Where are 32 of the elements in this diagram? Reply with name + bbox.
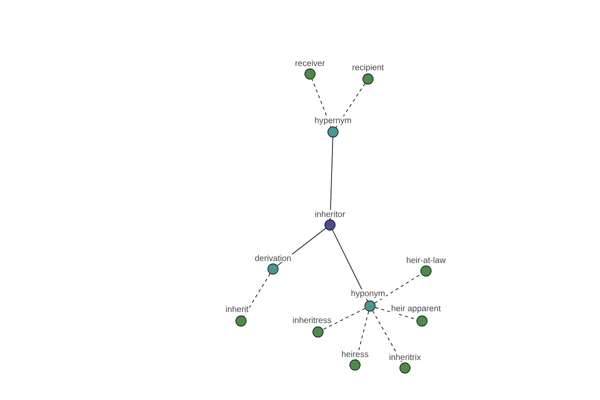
connector-line (336, 83, 366, 128)
connector-line (244, 273, 270, 317)
graph-node (416, 316, 428, 326)
connector-line (312, 78, 332, 128)
connector-line (322, 308, 366, 330)
graph-node (362, 74, 374, 84)
node-label: inheritress (292, 316, 332, 324)
graph-node (420, 266, 432, 276)
node-label: inheritrix (388, 353, 422, 361)
node-label: heiress (340, 350, 370, 358)
node-label: inherit (224, 305, 250, 313)
connector-line (356, 310, 369, 360)
node-label: inheritor (314, 210, 346, 218)
node-label: hypernym (314, 116, 352, 126)
graph-node (400, 362, 410, 374)
graph-node (268, 264, 278, 274)
node-label: heir apparent (390, 304, 442, 314)
node-label: heir-at-law (405, 256, 447, 264)
connector-line (372, 310, 403, 364)
connector-line (374, 274, 422, 304)
connector-line (330, 137, 334, 220)
graph-node (364, 300, 376, 312)
graph-node (324, 220, 336, 230)
graph-node (328, 126, 338, 138)
node-label: derivation (254, 254, 292, 262)
node-label: receiver (294, 59, 326, 67)
graph-node (350, 360, 360, 370)
node-label: recipient (351, 63, 385, 73)
node-label: hyponym (350, 289, 386, 299)
graph-node (312, 326, 324, 338)
graph-node (304, 68, 316, 80)
graph-node (236, 316, 246, 326)
